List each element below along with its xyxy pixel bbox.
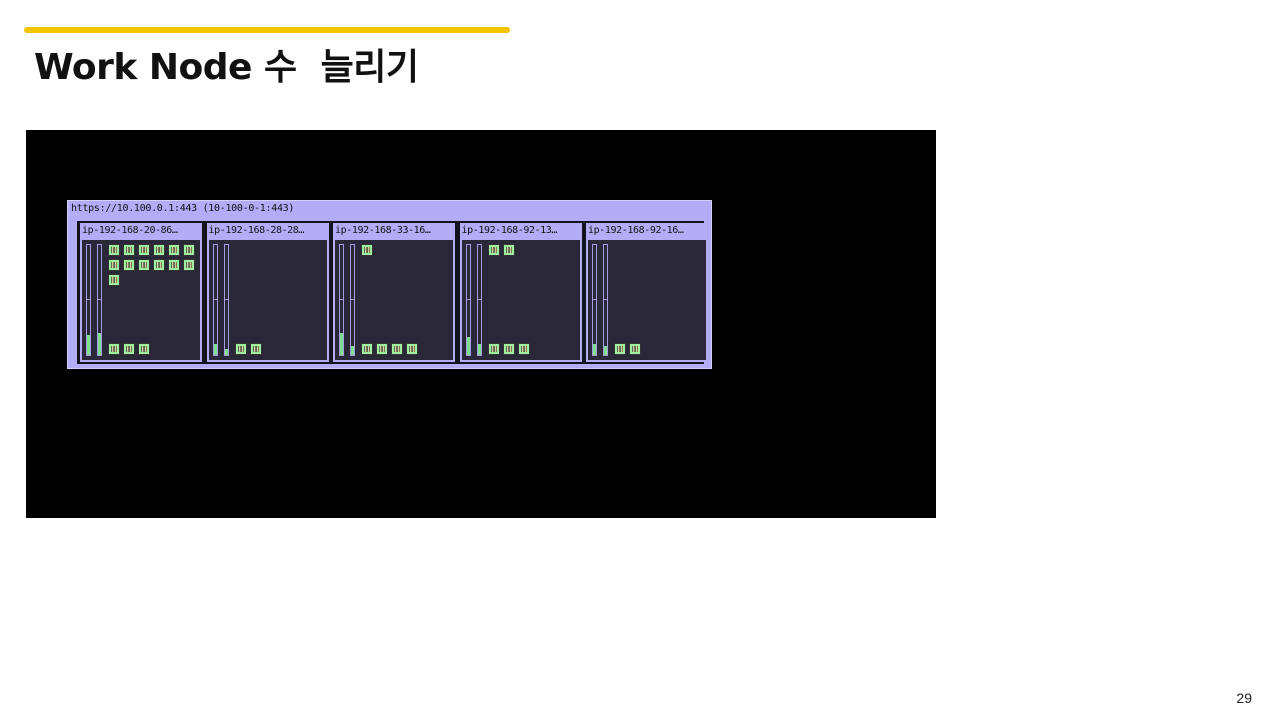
node-body: [335, 240, 453, 360]
pod-icon[interactable]: [123, 259, 135, 271]
node-container: ip-192-168-20-86… ip-192-168-28-28… ip-192…: [77, 221, 708, 364]
cluster-endpoint-label: https://10.100.0.1:443 (10-100-0-1:443): [71, 203, 295, 214]
pod-icon[interactable]: [108, 244, 120, 256]
pod-icon[interactable]: [108, 274, 120, 286]
system-pod-icon[interactable]: [234, 343, 247, 355]
system-pod-icon[interactable]: [406, 343, 418, 355]
memory-gauge: [476, 244, 482, 356]
pod-icon[interactable]: [361, 244, 373, 256]
memory-gauge: [603, 244, 608, 356]
node-name: ip-192-168-92-16…: [588, 225, 684, 236]
system-pod-icon[interactable]: [614, 343, 626, 355]
cpu-gauge: [339, 244, 344, 356]
terminal-screenshot: https://10.100.0.1:443 (10-100-0-1:443) …: [26, 130, 936, 518]
system-pod-icon[interactable]: [361, 343, 373, 355]
system-pod-icon[interactable]: [517, 343, 530, 355]
node-body: [82, 240, 200, 360]
slide-title: Work Node 수 늘리기: [34, 47, 419, 88]
system-pod-icon[interactable]: [108, 343, 120, 355]
pod-icon[interactable]: [487, 244, 500, 256]
system-pod-icon[interactable]: [249, 343, 262, 355]
pod-icon[interactable]: [138, 244, 150, 256]
cpu-gauge: [212, 244, 218, 356]
pod-icon[interactable]: [108, 259, 120, 271]
pod-icon[interactable]: [168, 244, 180, 256]
pod-icon[interactable]: [168, 259, 180, 271]
title-accent-bar: [24, 27, 510, 33]
node-body: [208, 240, 327, 360]
cluster-panel: https://10.100.0.1:443 (10-100-0-1:443) …: [67, 200, 712, 369]
pod-icon[interactable]: [183, 259, 195, 271]
pod-icon[interactable]: [183, 244, 195, 256]
node-body: [588, 240, 706, 360]
cpu-gauge: [86, 244, 91, 356]
system-pod-icon[interactable]: [502, 343, 515, 355]
system-pod-icon[interactable]: [629, 343, 641, 355]
memory-gauge: [350, 244, 355, 356]
node-panel: ip-192-168-33-16…: [333, 223, 455, 362]
node-name: ip-192-168-28-28…: [208, 225, 305, 236]
pod-icon[interactable]: [123, 244, 135, 256]
system-pod-icon[interactable]: [376, 343, 388, 355]
memory-gauge: [97, 244, 102, 356]
node-body: [461, 240, 580, 360]
pod-icon[interactable]: [502, 244, 515, 256]
pod-icon[interactable]: [138, 259, 150, 271]
page-number: 29: [1236, 690, 1252, 706]
node-panel: ip-192-168-92-13…: [459, 223, 582, 362]
system-pod-icon[interactable]: [138, 343, 150, 355]
pod-icon[interactable]: [153, 244, 165, 256]
system-pod-icon[interactable]: [487, 343, 500, 355]
pod-icon[interactable]: [153, 259, 165, 271]
node-panel: ip-192-168-20-86…: [80, 223, 202, 362]
memory-gauge: [223, 244, 229, 356]
node-panel: ip-192-168-28-28…: [206, 223, 329, 362]
system-pod-icon[interactable]: [391, 343, 403, 355]
cpu-gauge: [592, 244, 597, 356]
node-name: ip-192-168-92-13…: [461, 225, 558, 236]
node-panel: ip-192-168-92-16…: [586, 223, 708, 362]
system-pod-icon[interactable]: [123, 343, 135, 355]
cpu-gauge: [465, 244, 471, 356]
node-name: ip-192-168-33-16…: [335, 225, 431, 236]
node-name: ip-192-168-20-86…: [82, 225, 178, 236]
